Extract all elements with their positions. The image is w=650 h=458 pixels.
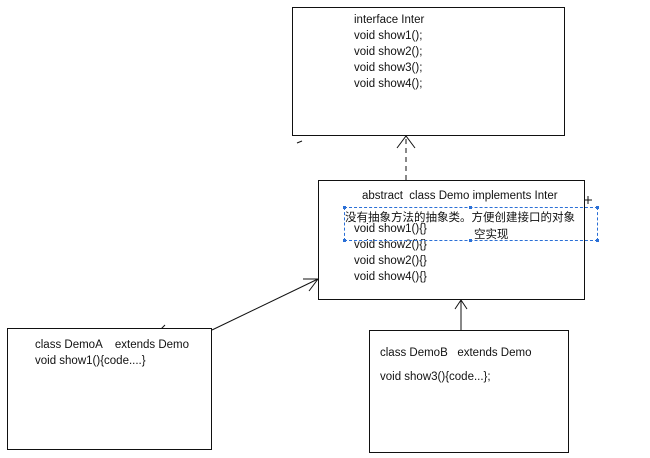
resize-handle-br[interactable] (596, 239, 599, 242)
demo-method-1: void show1(){} (354, 223, 427, 235)
demo-method-2: void show2(){} (354, 239, 427, 251)
class-demoa-box: class DemoA extends Demo void show1(){co… (7, 328, 212, 450)
inheritance-b-arrowhead (454, 299, 468, 310)
stray-mark (296, 140, 303, 144)
demo-class-title: abstract class Demo implements Inter (362, 190, 558, 202)
method-show1: void show1(); (354, 30, 423, 42)
realization-arrowhead (396, 135, 416, 149)
interface-inter-box: interface Inter void show1(); void show2… (292, 7, 565, 136)
class-demob-box: class DemoB extends Demo void show3(){co… (369, 330, 569, 453)
demob-class-title: class DemoB extends Demo (380, 347, 532, 359)
method-show2: void show2(); (354, 46, 423, 58)
method-show4: void show4(); (354, 78, 423, 90)
resize-handle-bl[interactable] (343, 239, 346, 242)
comment-line-2: 空实现 (474, 227, 509, 241)
demoa-class-title: class DemoA extends Demo (35, 339, 190, 351)
demo-method-3: void show2(){} (354, 255, 427, 267)
resize-handle-tm[interactable] (469, 206, 472, 209)
comment-line-1: 没有抽象方法的抽象类。方便创建接口的对象 (345, 210, 575, 224)
resize-handle-tl[interactable] (343, 206, 346, 209)
demo-method-4: void show4(){} (354, 271, 427, 283)
demoa-method-1: void show1(){code....} (35, 355, 146, 367)
resize-handle-tr[interactable] (596, 206, 599, 209)
move-cursor-icon (584, 196, 592, 204)
resize-handle-bm[interactable] (469, 239, 472, 242)
interface-name: interface Inter (354, 14, 425, 26)
method-show3: void show3(); (354, 62, 423, 74)
demob-method-1: void show3(){code...}; (380, 371, 491, 383)
inheritance-a-line (211, 278, 319, 331)
